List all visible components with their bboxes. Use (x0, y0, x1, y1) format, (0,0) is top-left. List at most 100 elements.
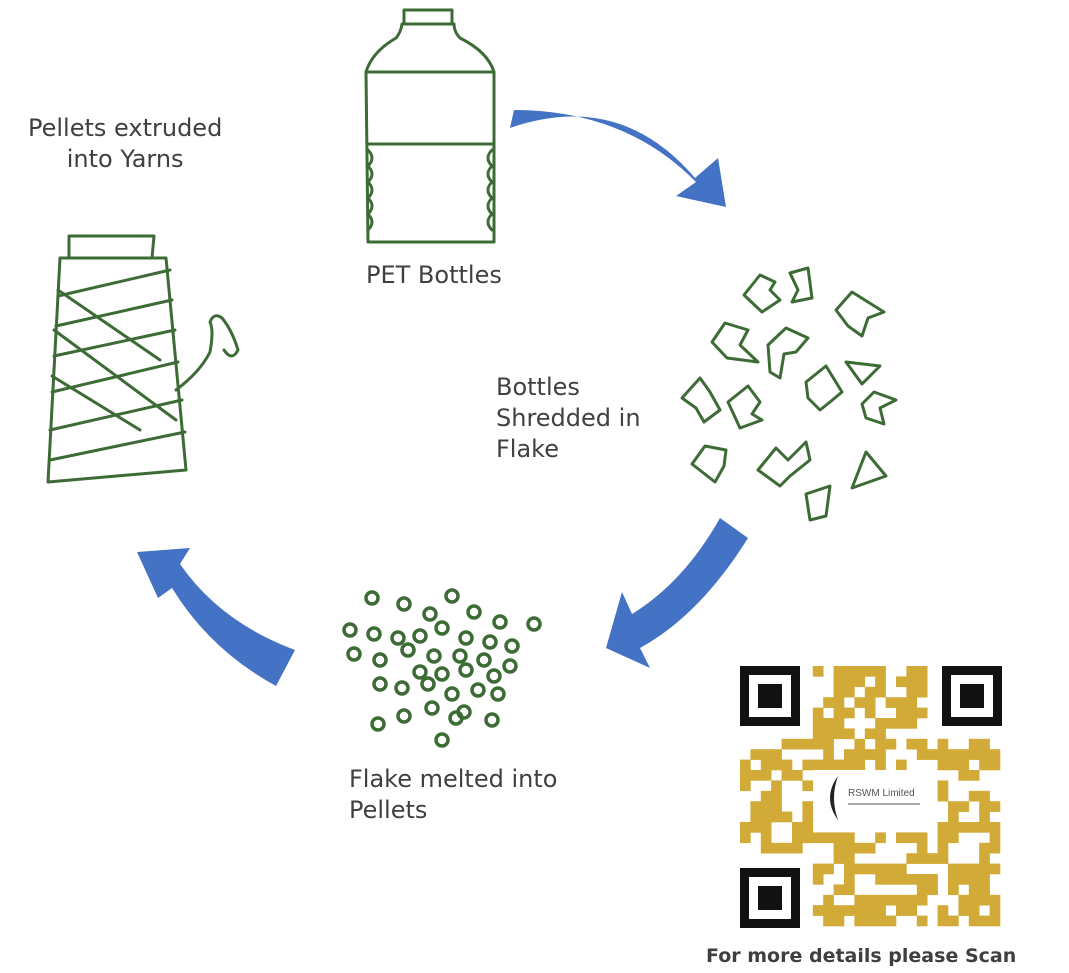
pellet (490, 686, 506, 702)
qr-module (864, 749, 876, 760)
label-flake-melted: Flake melted into Pellets (349, 764, 557, 826)
qr-module (792, 832, 803, 844)
qr-module (792, 822, 803, 833)
qr-module (989, 905, 1001, 916)
qr-module (937, 738, 949, 750)
qr-module (968, 770, 980, 781)
pellet (526, 616, 542, 632)
qr-module (833, 832, 845, 844)
qr-module (833, 884, 845, 896)
qr-module (750, 822, 762, 833)
label-line: Flake (496, 435, 559, 463)
qr-module (958, 770, 970, 781)
qr-module (854, 759, 866, 771)
qr-module (823, 718, 834, 729)
qr-module (771, 811, 782, 823)
qr-module (958, 863, 970, 875)
qr-module (833, 842, 845, 854)
qr-module (844, 842, 855, 854)
qr-module (812, 728, 824, 740)
qr-module (833, 915, 845, 927)
yarn-cone-icon (46, 234, 240, 484)
qr-module (844, 853, 855, 864)
qr-module (802, 811, 814, 823)
qr-module (802, 759, 814, 771)
qr-module (968, 894, 980, 906)
label-line: Pellets extruded (28, 114, 223, 142)
qr-module (792, 738, 803, 750)
qr-module (979, 853, 990, 864)
qr-module (854, 697, 866, 708)
qr-module (916, 853, 928, 864)
qr-module (896, 707, 907, 719)
qr-module (740, 770, 751, 781)
qr-module (864, 842, 876, 854)
label-line: Bottles (496, 373, 580, 401)
qr-module (844, 728, 855, 740)
pellet (448, 710, 464, 726)
qr-module (833, 718, 845, 729)
qr-module (781, 759, 793, 771)
pellet (484, 712, 500, 728)
qr-module (875, 915, 886, 927)
qr-module (948, 749, 959, 760)
qr-module (781, 811, 793, 823)
qr-module (854, 666, 866, 677)
qr-module (906, 874, 918, 885)
qr-module (958, 759, 970, 771)
pellet (412, 628, 428, 644)
arrow-bottles-to-flakes (510, 110, 726, 207)
qr-module (948, 811, 959, 823)
qr-module (844, 759, 855, 771)
qr-module (979, 790, 990, 802)
qr-module (833, 905, 845, 916)
pellets-icon (342, 588, 542, 748)
qr-module (896, 676, 907, 688)
pellet (394, 680, 410, 696)
pellet (434, 620, 450, 636)
pellet (426, 648, 442, 664)
qr-module (833, 686, 845, 698)
qr-module (854, 749, 866, 760)
qr-module (927, 749, 938, 760)
qr-module (906, 853, 918, 864)
qr-module (760, 759, 772, 771)
qr-module (989, 894, 1001, 906)
qr-module (885, 874, 897, 885)
qr-module (875, 676, 886, 688)
qr-module (885, 915, 897, 927)
qr-module (844, 832, 855, 844)
qr-module (812, 863, 824, 875)
qr-code[interactable]: RSWM Limited (736, 662, 1006, 932)
pellet (486, 668, 502, 684)
qr-module (792, 770, 803, 781)
qr-module (760, 801, 772, 812)
qr-module (854, 842, 866, 854)
pellet (502, 658, 518, 674)
qr-module (750, 770, 762, 781)
qr-module (760, 842, 772, 854)
qr-module (823, 759, 834, 771)
qr-module (979, 842, 990, 854)
qr-module (906, 697, 918, 708)
pellet (342, 622, 358, 638)
qr-module (906, 894, 918, 906)
pellet (412, 664, 428, 680)
pellet (444, 588, 460, 604)
qr-module (968, 738, 980, 750)
pet-bottle-icon (364, 8, 496, 244)
pellet (434, 732, 450, 748)
qr-module (916, 915, 928, 927)
qr-module (864, 707, 876, 719)
pellet (420, 676, 436, 692)
qr-module (906, 686, 918, 698)
qr-module (792, 842, 803, 854)
pellet (422, 606, 438, 622)
qr-module (833, 853, 845, 864)
qr-module (750, 811, 762, 823)
qr-module (885, 863, 897, 875)
qr-module (958, 894, 970, 906)
qr-module (948, 759, 959, 771)
qr-module (979, 822, 990, 833)
qr-module (885, 738, 897, 750)
